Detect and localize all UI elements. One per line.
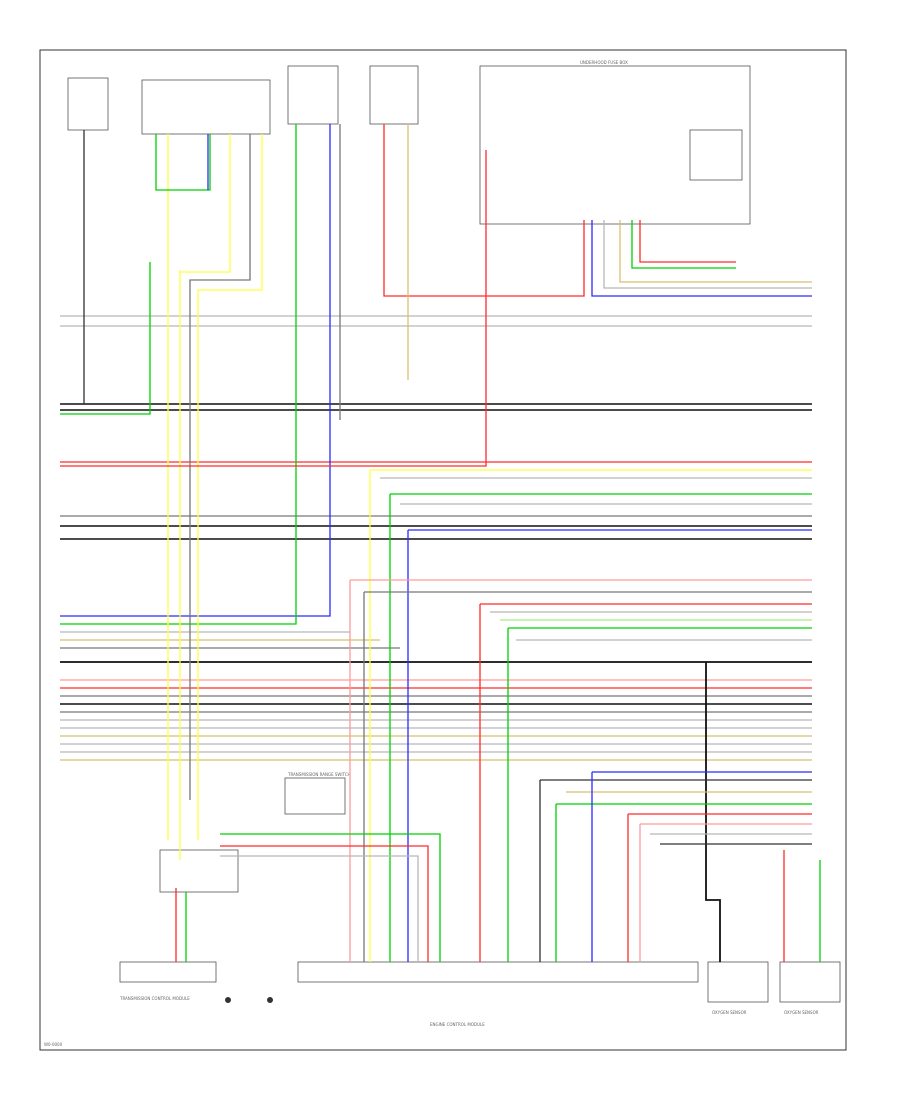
wire-green bbox=[631, 220, 736, 269]
wire-black bbox=[705, 662, 721, 962]
wire-blue bbox=[591, 220, 812, 297]
tcm-label: TRANSMISSION CONTROL MODULE bbox=[119, 996, 190, 1001]
fuse-block-right bbox=[369, 65, 419, 125]
fuse-box-label: UNDERHOOD FUSE BOX bbox=[580, 60, 628, 65]
fuse-box bbox=[479, 65, 751, 225]
page-code: W0-0000 bbox=[44, 1042, 63, 1047]
wire-gray bbox=[189, 134, 251, 800]
fuse-block-center bbox=[287, 65, 339, 125]
ground-block bbox=[159, 849, 239, 893]
wire-green bbox=[60, 124, 297, 625]
fuse-block-left bbox=[67, 77, 109, 131]
oxygen-sensor-1-label: OXYGEN SENSOR bbox=[712, 1010, 747, 1015]
tcm-connector bbox=[119, 961, 217, 983]
ecm-connector bbox=[297, 961, 699, 983]
transmission-range-switch bbox=[284, 777, 346, 815]
oxygen-sensor-2 bbox=[779, 961, 841, 1003]
wire-light-gray bbox=[220, 855, 419, 962]
oxygen-sensor-1 bbox=[707, 961, 769, 1003]
wire-green bbox=[60, 262, 151, 415]
wire-green bbox=[220, 833, 441, 962]
wire-layer bbox=[60, 124, 821, 962]
transmission-range-switch-label: TRANSMISSION RANGE SWITCH bbox=[287, 772, 351, 777]
wire-red bbox=[639, 220, 736, 263]
wire-red bbox=[60, 150, 487, 467]
wire-yellow bbox=[180, 134, 231, 273]
oxygen-sensor-2-label: OXYGEN SENSOR bbox=[784, 1010, 819, 1015]
switch-block-top bbox=[141, 79, 271, 135]
wire-tan bbox=[619, 220, 812, 283]
wire-green bbox=[155, 134, 211, 191]
ground-symbol bbox=[267, 997, 273, 1003]
wire-yellow bbox=[197, 134, 263, 840]
diagram-frame bbox=[39, 49, 847, 1051]
ecm-label: ENGINE CONTROL MODULE bbox=[430, 1022, 485, 1027]
wire-light-gray bbox=[603, 220, 812, 289]
wire-red bbox=[383, 124, 585, 297]
wire-blue bbox=[60, 124, 331, 617]
wire-red bbox=[220, 845, 429, 962]
relay-block bbox=[689, 129, 743, 181]
ground-symbol bbox=[225, 997, 231, 1003]
